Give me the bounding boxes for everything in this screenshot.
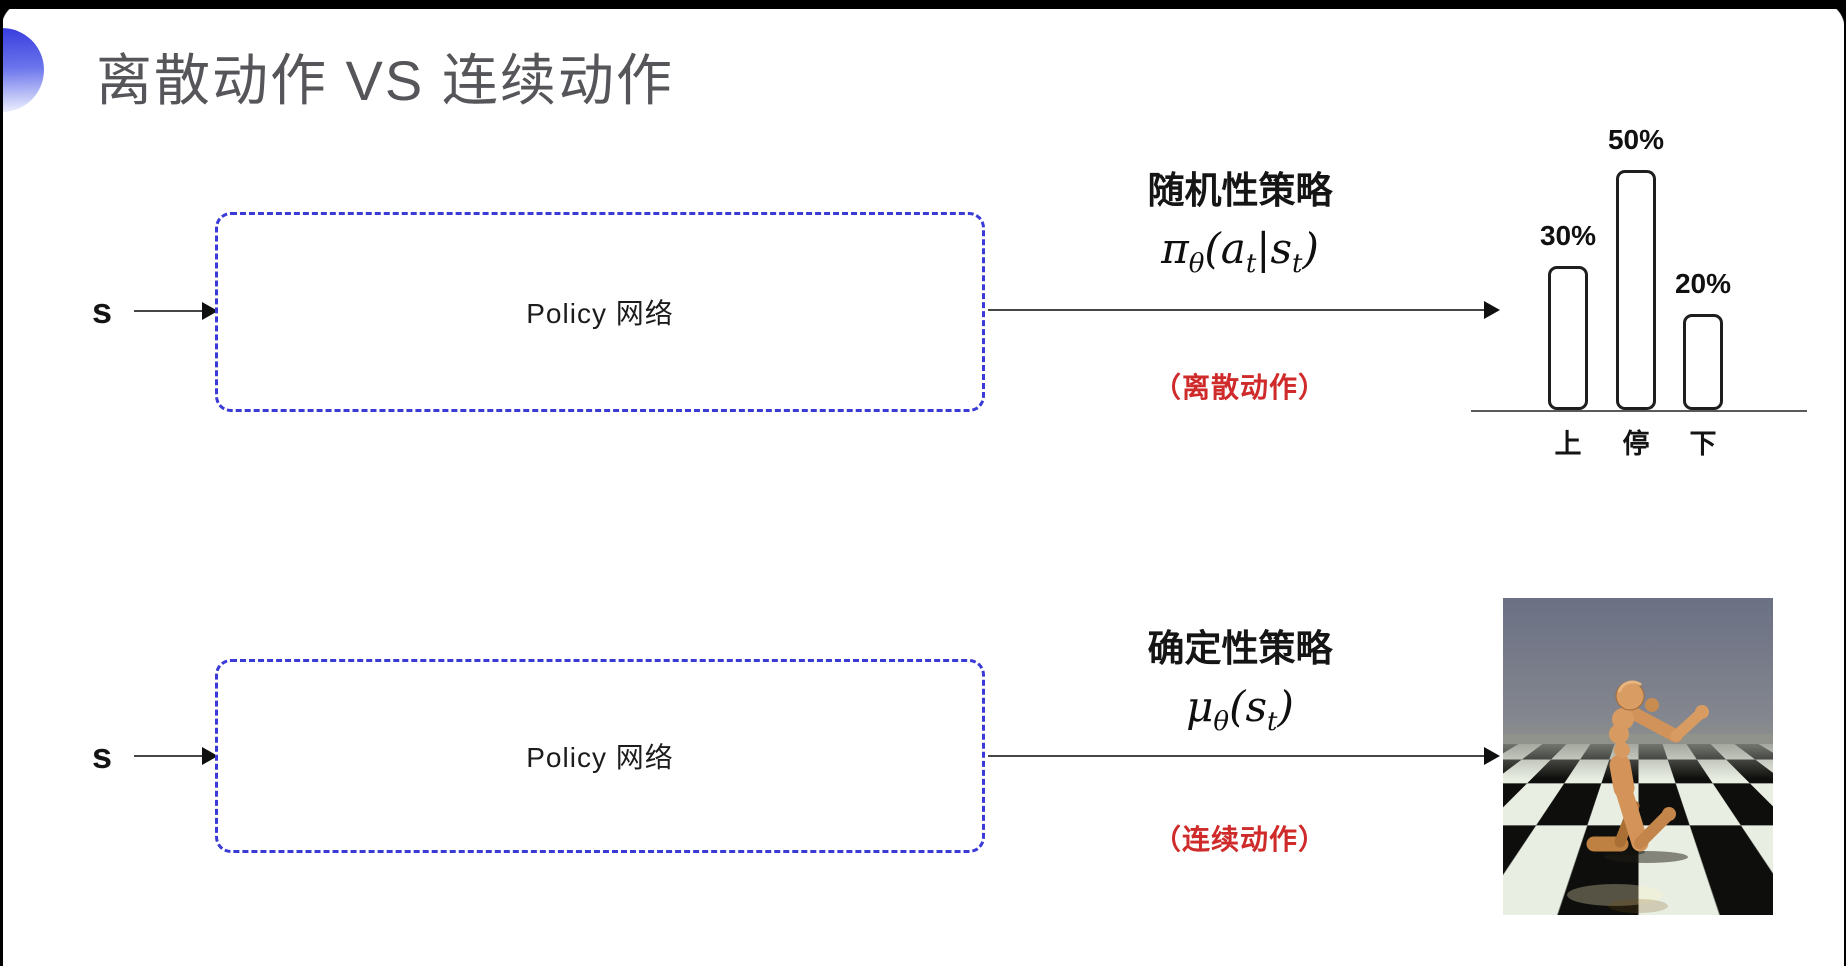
humanoid-robot-icon <box>1567 680 1709 913</box>
input-arrowhead-icon <box>202 747 218 765</box>
formula-arg1: s <box>1245 682 1268 731</box>
stochastic-policy-formula: πθ(at|st) <box>1040 224 1440 279</box>
input-arrow-line <box>134 310 206 312</box>
title-accent-icon <box>0 28 44 112</box>
output-arrowhead-icon <box>1484 301 1500 319</box>
state-input-label: s <box>92 290 113 331</box>
policy-network-label: Policy 网络 <box>526 742 674 773</box>
sim-sky <box>1503 598 1773 751</box>
frame-corner-top-right <box>1818 0 1846 28</box>
policy-network-label: Policy 网络 <box>526 298 674 329</box>
frame-top-border <box>0 0 1846 9</box>
output-arrowhead-icon <box>1484 747 1500 765</box>
input-arrow-line <box>134 755 206 757</box>
formula-arg2-subscript: t <box>1292 249 1303 279</box>
input-arrowhead-icon <box>202 302 218 320</box>
state-input-label: s <box>92 735 113 776</box>
formula-arg1-subscript: t <box>1267 707 1278 737</box>
formula-symbol-subscript: θ <box>1213 707 1230 737</box>
formula-arg2: s <box>1270 224 1293 273</box>
formula-close-paren: ) <box>1277 682 1294 731</box>
action-prob-chart: 30% 上 50% 停 20% 下 <box>1465 118 1810 463</box>
action-type-note: （连续动作） <box>1152 824 1327 855</box>
formula-arg1: a <box>1220 224 1246 273</box>
bar-value-label: 50% <box>1607 124 1665 155</box>
bar-category-label: 下 <box>1689 429 1717 459</box>
formula-pipe: | <box>1256 224 1271 273</box>
formula-close-paren: ) <box>1302 224 1319 273</box>
bar-value-label: 20% <box>1674 268 1732 299</box>
formula-open-paren: ( <box>1204 224 1221 273</box>
bar-category-label: 上 <box>1554 429 1582 459</box>
formula-symbol: π <box>1161 224 1189 273</box>
policy-type-label: 随机性策略 <box>1147 170 1333 211</box>
policy-network-box: Policy 网络 <box>215 659 985 853</box>
frame-corner-top-left <box>0 0 28 28</box>
chart-bar <box>1616 170 1656 410</box>
formula-symbol: μ <box>1186 682 1214 731</box>
humanoid-simulation-image <box>1503 598 1773 915</box>
formula-open-paren: ( <box>1229 682 1246 731</box>
chart-bar <box>1683 314 1723 410</box>
policy-network-box: Policy 网络 <box>215 212 985 412</box>
page-title: 离散动作 VS 连续动作 <box>96 49 674 112</box>
bar-category-label: 停 <box>1622 429 1650 459</box>
sim-horizon-haze <box>1503 734 1773 779</box>
policy-type-label: 确定性策略 <box>1147 628 1333 669</box>
output-arrow-line <box>988 755 1486 757</box>
output-arrow-line <box>988 309 1486 311</box>
formula-symbol-subscript: θ <box>1188 249 1205 279</box>
chart-bar <box>1548 266 1588 410</box>
frame-right-border <box>1844 0 1846 966</box>
deterministic-policy-formula: μθ(st) <box>1040 682 1440 737</box>
chart-axis-line <box>1471 410 1807 412</box>
action-type-note: （离散动作） <box>1152 372 1327 403</box>
bar-value-label: 30% <box>1539 220 1597 251</box>
frame-left-border <box>0 0 3 966</box>
formula-arg1-subscript: t <box>1245 249 1257 279</box>
